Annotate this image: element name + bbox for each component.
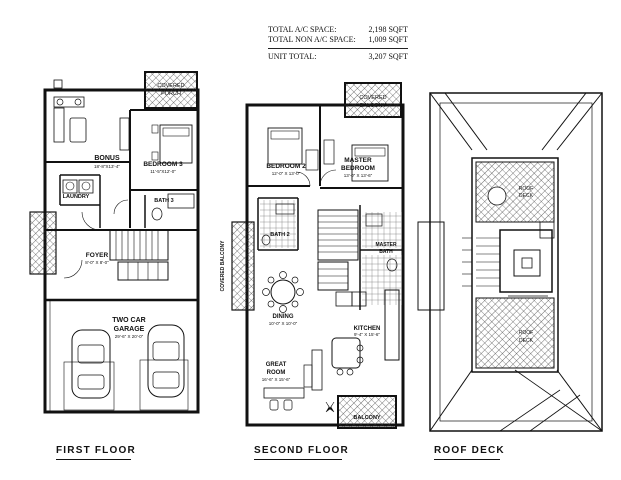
bedroom2-dim: 12'-0" X 13'-0" [272, 171, 301, 176]
balcony-label: BALCONY [353, 415, 381, 421]
master-bedroom-label-2: BEDROOM [341, 165, 375, 172]
unit-total-label: UNIT TOTAL: [268, 52, 317, 61]
garage-dim: 29'-6" X 20'-0" [115, 334, 144, 339]
bath3-label: BATH 3 [154, 198, 173, 204]
bonus-dim: 18'-8"X13'-4" [94, 164, 120, 169]
covered-balcony-label-1: COVERED [359, 95, 386, 101]
side-covered-balcony-label: COVERED BALCONY [220, 240, 226, 292]
garage-label-2: GARAGE [114, 326, 145, 333]
first-floor-plan [29, 71, 200, 414]
total-ac-value: 2,198 SQFT [368, 25, 408, 34]
foyer-dim: 8'-0" X 8'-0" [85, 260, 109, 265]
total-non-ac-value: 1,009 SQFT [368, 35, 408, 44]
total-ac-label: TOTAL A/C SPACE: [268, 25, 337, 34]
roof-deck-top-label-2: DECK [519, 193, 534, 199]
kitchen-label: KITCHEN [354, 326, 381, 332]
master-bath-label-1: MASTER [375, 242, 397, 248]
total-non-ac-label: TOTAL NON A/C SPACE: [268, 35, 356, 44]
roof-deck-plan [417, 92, 603, 432]
great-room-label-1: GREAT [266, 362, 287, 368]
master-bedroom-dim: 13'-0" X 13'-6" [344, 173, 373, 178]
roof-deck-title: ROOF DECK [434, 445, 505, 456]
first-floor-labels: COVERED PORCH BONUS 18'-8"X13'-4" BEDROO… [63, 83, 185, 339]
total-non-ac-row: TOTAL NON A/C SPACE: 1,009 SQFT [268, 35, 408, 45]
bonus-label: BONUS [94, 155, 120, 162]
kitchen-dim: 9'-4" X 15'-6" [354, 332, 380, 337]
roof-deck-top-label-1: ROOF [519, 186, 533, 192]
roof-deck-bottom-label-2: DECK [519, 338, 534, 344]
bath2-label: BATH 2 [270, 232, 289, 238]
master-bedroom-label-1: MASTER [344, 157, 372, 164]
bedroom3-label: BEDROOM 3 [143, 161, 183, 168]
first-floor-title: FIRST FLOOR [56, 445, 136, 456]
area-summary: TOTAL A/C SPACE: 2,198 SQFT TOTAL NON A/… [268, 25, 408, 62]
covered-porch-label-1: COVERED [157, 83, 184, 89]
great-room-dim: 16'-6" X 15'-6" [262, 377, 291, 382]
foyer-label: FOYER [86, 252, 109, 259]
garage-label-1: TWO CAR [112, 317, 145, 324]
roof-deck-labels: ROOF DECK ROOF DECK [519, 186, 534, 344]
total-ac-row: TOTAL A/C SPACE: 2,198 SQFT [268, 25, 408, 35]
master-bath-label-2: BATH [379, 249, 393, 255]
bedroom2-label: BEDROOM 2 [266, 163, 306, 170]
first-floor-title-underline [56, 459, 131, 460]
roof-deck-bottom-label-1: ROOF [519, 330, 533, 336]
laundry-label: LAUNDRY [63, 194, 90, 200]
covered-porch-label-2: PORCH [161, 91, 181, 97]
unit-total-value: 3,207 SQFT [368, 52, 408, 61]
second-floor-title-underline [254, 459, 342, 460]
second-floor-plan [231, 82, 405, 429]
great-room-label-2: ROOM [267, 370, 286, 376]
second-floor-title: SECOND FLOOR [254, 445, 349, 456]
second-floor-labels: COVERED BALCONY BEDROOM 2 12'-0" X 13'-0… [220, 95, 397, 421]
roof-deck-title-underline [434, 459, 500, 460]
bedroom3-dim: 11'-5"X12'-0" [150, 169, 176, 174]
covered-balcony-label-2: BALCONY [360, 103, 387, 109]
summary-divider [268, 48, 408, 49]
unit-total-row: UNIT TOTAL: 3,207 SQFT [268, 52, 408, 62]
dining-label: DINING [273, 314, 294, 320]
dining-dim: 10'-0" X 10'-0" [269, 321, 298, 326]
